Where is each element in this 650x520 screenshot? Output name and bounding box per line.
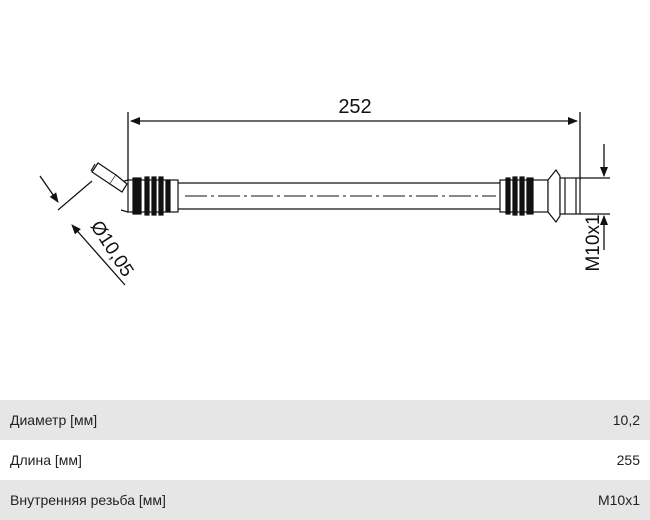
- spec-label: Диаметр [мм]: [10, 412, 98, 428]
- spec-value: M10x1: [597, 492, 640, 508]
- thread-dimension: M10x1: [583, 144, 608, 272]
- diameter-dimension: Ø10,05: [39, 175, 137, 286]
- spec-value: 255: [616, 452, 640, 468]
- spec-row-diameter: Диаметр [мм] 10,2: [0, 400, 650, 440]
- left-fitting: [57, 162, 179, 216]
- specs-table: Диаметр [мм] 10,2 Длина [мм] 255 Внутрен…: [0, 400, 650, 520]
- length-dimension-label: 252: [338, 96, 371, 118]
- hose-technical-drawing: 252 Ø10,05: [39, 96, 610, 286]
- hose-body: [178, 182, 500, 210]
- right-fitting: [499, 168, 610, 224]
- thread-dimension-label: M10x1: [583, 214, 604, 271]
- spec-label: Длина [мм]: [10, 452, 82, 468]
- length-dimension: 252: [127, 96, 581, 180]
- spec-label: Внутренняя резьба [мм]: [10, 492, 166, 508]
- spec-row-thread: Внутренняя резьба [мм] M10x1: [0, 480, 650, 520]
- spec-row-length: Длина [мм] 255: [0, 440, 650, 480]
- spec-value: 10,2: [612, 412, 640, 428]
